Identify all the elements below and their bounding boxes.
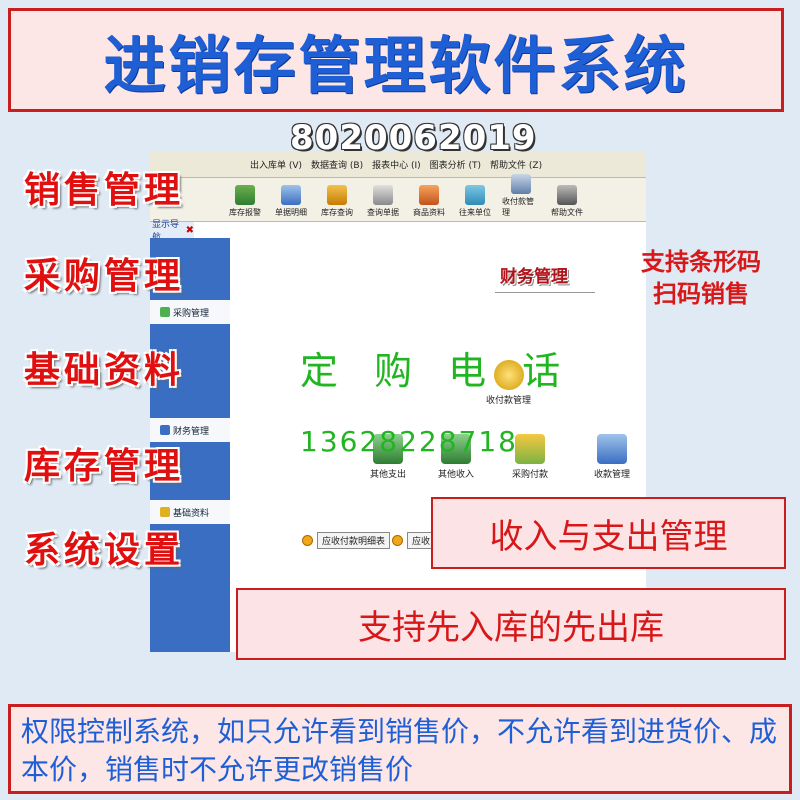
menu-item-chart-analysis[interactable]: 图表分析 (T) xyxy=(429,161,482,171)
toolbar-help[interactable]: 帮助文件 xyxy=(548,185,586,221)
sidebar: 采购管理 财务管理 基础资料 xyxy=(150,238,230,652)
divider xyxy=(495,292,595,293)
nav-tab[interactable]: 显示导航 ✖ xyxy=(150,220,194,243)
order-phone-label: 定 购 电 话 xyxy=(300,349,573,393)
magnifier-icon xyxy=(373,185,393,205)
bullet-icon xyxy=(392,534,403,546)
chart-icon xyxy=(281,185,301,205)
toolbar-stock-query[interactable]: 库存查询 xyxy=(318,185,356,221)
menu-bar: 出入库单 (V) 数据查询 (B) 报表中心 (I) 图表分析 (T) 帮助文件… xyxy=(150,152,646,178)
product-icon xyxy=(419,185,439,205)
income-expense-callout: 收入与支出管理 xyxy=(431,497,786,569)
node-other-income[interactable]: 其他收入 xyxy=(438,434,474,480)
node-payments[interactable]: 收付款管理 xyxy=(486,360,531,406)
app-window: 出入库单 (V) 数据查询 (B) 报表中心 (I) 图表分析 (T) 帮助文件… xyxy=(150,152,646,652)
toolbar-product-info[interactable]: 商品资料 xyxy=(410,185,448,221)
calculator-icon xyxy=(511,174,531,194)
purchase-payment-icon xyxy=(515,434,545,464)
feature-purchase: 采购管理 xyxy=(24,256,185,297)
barcode-feature: 支持条形码 扫码销售 xyxy=(641,248,761,308)
node-receipts[interactable]: 收款管理 xyxy=(594,434,630,480)
title-banner: 进销存管理软件系统 xyxy=(8,8,784,112)
feature-sales: 销售管理 xyxy=(24,170,185,211)
link-receivable[interactable]: 应收 xyxy=(392,531,436,549)
order-phone-number: 13628228718 xyxy=(300,425,518,458)
stock-alert-icon xyxy=(235,185,255,205)
link-receivable-detail[interactable]: 应收付款明细表 xyxy=(302,531,391,549)
menu-item-data-query[interactable]: 数据查询 (B) xyxy=(311,161,364,171)
toolbar-doc-query[interactable]: 查询单据 xyxy=(364,185,402,221)
expense-icon xyxy=(373,434,403,464)
feature-inventory: 库存管理 xyxy=(24,446,185,487)
toolbar: 库存报警 单据明细 库存查询 查询单据 商品资料 往来单位 收付款管理 帮助文 xyxy=(150,174,646,222)
basic-info-icon xyxy=(160,507,170,517)
stock-query-icon xyxy=(327,185,347,205)
page-title: 进销存管理软件系统 xyxy=(103,29,689,102)
menu-item-help[interactable]: 帮助文件 (Z) xyxy=(490,161,543,171)
serial-number: 8020062019 xyxy=(290,118,537,158)
money-bag-icon xyxy=(493,360,524,390)
close-icon[interactable]: ✖ xyxy=(185,224,194,236)
sidebar-item-purchase[interactable]: 采购管理 xyxy=(150,300,230,324)
toolbar-doc-detail[interactable]: 单据明细 xyxy=(272,185,310,221)
node-other-expense[interactable]: 其他支出 xyxy=(370,434,406,480)
feature-basic-info: 基础资料 xyxy=(24,350,185,391)
toolbar-payments[interactable]: 收付款管理 xyxy=(502,174,540,221)
income-icon xyxy=(441,434,471,464)
node-purchase-payment[interactable]: 采购付款 xyxy=(512,434,548,480)
sidebar-item-finance[interactable]: 财务管理 xyxy=(150,418,230,442)
toolbar-partners[interactable]: 往来单位 xyxy=(456,185,494,221)
purchase-icon xyxy=(160,307,170,317)
sidebar-item-basic-info[interactable]: 基础资料 xyxy=(150,500,230,524)
tools-icon xyxy=(557,185,577,205)
panel-title: 财务管理 xyxy=(500,267,568,287)
toolbar-stock-alert[interactable]: 库存报警 xyxy=(226,185,264,221)
receipts-icon xyxy=(597,434,627,464)
people-icon xyxy=(465,185,485,205)
finance-icon xyxy=(160,425,170,435)
feature-settings: 系统设置 xyxy=(24,530,185,571)
fifo-callout: 支持先入库的先出库 xyxy=(236,588,786,660)
bullet-icon xyxy=(302,534,313,546)
permission-banner: 权限控制系统，如只允许看到销售价，不允许看到进货价、成本价，销售时不允许更改销售… xyxy=(8,704,792,794)
menu-item-stock-docs[interactable]: 出入库单 (V) xyxy=(250,161,303,171)
menu-item-report-center[interactable]: 报表中心 (I) xyxy=(372,161,421,171)
